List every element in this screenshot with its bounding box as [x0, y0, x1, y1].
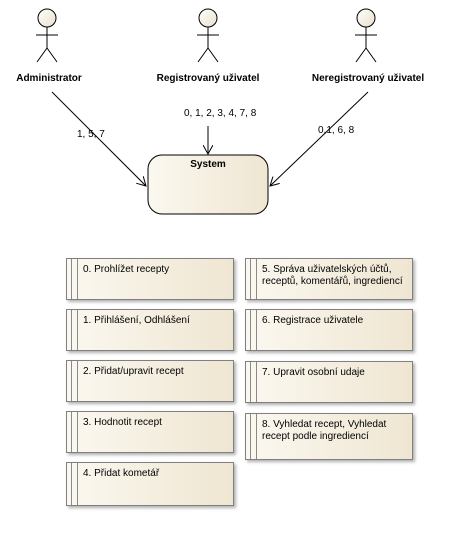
edge-label-administrator: 1, 5, 7 — [77, 129, 105, 140]
use-case-box: 4. Přidat kometář — [66, 462, 234, 506]
use-case-text: 2. Přidat/upravit recept — [83, 366, 184, 377]
use-case-text: 4. Přidat kometář — [83, 468, 160, 479]
actor-administrator-name: Administrator — [16, 73, 82, 84]
association-arrow-administrator — [51, 91, 146, 186]
edge-label-unregistered-user: 0,1, 6, 8 — [318, 125, 355, 136]
use-case-box: 7. Upravit osobní udaje — [245, 361, 413, 403]
use-case-box: 3. Hodnotit recept — [66, 411, 234, 453]
use-case-text: 8. Vyhledat recept, Vyhledat recept podl… — [262, 419, 387, 442]
association-arrow-unregistered-user — [270, 91, 369, 186]
use-case-box: 0. Prohlížet recepty — [66, 258, 234, 300]
use-case-box: 5. Správa uživatelských účtů, receptů, k… — [245, 258, 413, 300]
system-label: System — [190, 159, 226, 170]
actor-registered-user-figure — [197, 8, 219, 63]
actor-unregistered-user-name: Neregistrovaný uživatel — [311, 73, 425, 84]
use-case-box: 2. Přidat/upravit recept — [66, 360, 234, 402]
use-case-box: 8. Vyhledat recept, Vyhledat recept podl… — [245, 413, 413, 460]
use-case-box: 1. Přihlášení, Odhlášení — [66, 309, 234, 351]
use-case-text: 0. Prohlížet recepty — [83, 264, 170, 275]
actor-unregistered-user-figure — [355, 8, 377, 63]
actor-registered-user-name: Registrovaný uživatel — [156, 73, 260, 84]
use-case-text: 7. Upravit osobní udaje — [262, 367, 365, 378]
use-case-text: 1. Přihlášení, Odhlášení — [83, 315, 190, 326]
edge-label-registered-user: 0, 1, 2, 3, 4, 7, 8 — [184, 108, 257, 119]
use-case-box: 6. Registrace uživatele — [245, 309, 413, 351]
system-node — [147, 154, 269, 215]
actor-administrator-figure — [36, 8, 58, 63]
use-case-text: 6. Registrace uživatele — [262, 315, 364, 326]
use-case-text: 3. Hodnotit recept — [83, 417, 162, 428]
use-case-text: 5. Správa uživatelských účtů, receptů, k… — [262, 264, 403, 287]
